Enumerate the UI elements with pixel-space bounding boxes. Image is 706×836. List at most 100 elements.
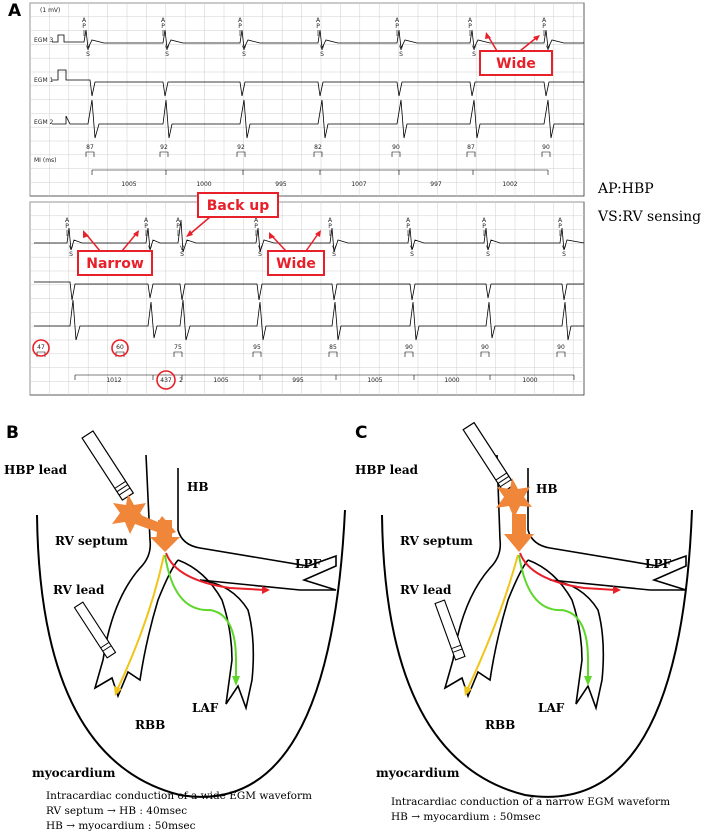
marker-vs-label: S (486, 251, 490, 258)
diagram-c: HBP lead HB RV septum RV lead LPF LAF RB… (355, 421, 693, 823)
egm1-trace-bottom (34, 281, 584, 301)
marker-vs-label: V (86, 45, 91, 52)
marker-ap-label: P (176, 223, 180, 230)
mi-label: MI (ms) (34, 157, 57, 164)
marker-ap-label: A (328, 217, 333, 224)
panel-label-a: A (8, 1, 22, 21)
legend-ap: AP:HBP (597, 181, 654, 197)
channel-label-egm3: EGM 3 (34, 37, 54, 44)
marker-ap-label: P (328, 223, 332, 230)
marker-vs-label: V (399, 45, 404, 52)
highlight-circle-47 (32, 339, 50, 357)
marker-vs-label: S (562, 251, 566, 258)
marker-vs-label: S (410, 251, 414, 258)
mi-value: 87 (467, 144, 475, 151)
mi-value: 47 (37, 344, 45, 351)
marker-ap-label: P (542, 23, 546, 30)
marker-ap-label: P (395, 23, 399, 30)
marker-ap-label: P (482, 223, 486, 230)
mi-value: 95 (253, 344, 261, 351)
callout-wide-top: Wide (479, 32, 553, 76)
label-myocardium-b: myocardium (32, 766, 116, 780)
label-myocardium-c: myocardium (376, 766, 460, 780)
label-laf-c: LAF (538, 701, 565, 715)
mi-value: 92 (237, 144, 245, 151)
marker-ap-label: P (558, 223, 562, 230)
mi-value: 92 (160, 144, 168, 151)
interval-value: 1000 (444, 377, 459, 384)
panel-label-b: B (6, 423, 19, 443)
marker-ap-label: P (406, 223, 410, 230)
marker-vs-label: V (165, 45, 170, 52)
caption-c-line2: HB → myocardium : 50msec (391, 811, 541, 823)
svg-text:Wide: Wide (496, 56, 536, 72)
marker-vs-label: V (180, 245, 185, 252)
marker-ap-label: A (395, 17, 400, 24)
marker-ap-label: A (238, 17, 243, 24)
mi-value: 90 (481, 344, 489, 351)
channel-label-egm2: EGM 2 (34, 119, 54, 126)
label-rv-septum-c: RV septum (400, 534, 473, 548)
marker-vs-label: V (242, 45, 247, 52)
interval-value: 1007 (351, 181, 366, 188)
rv-lead-icon (73, 601, 117, 659)
interval-value: 2 (179, 377, 183, 384)
caption-c-line1: Intracardiac conduction of a narrow EGM … (391, 796, 670, 808)
label-hbp-lead-b: HBP lead (4, 463, 68, 477)
marker-vs-label: S (242, 51, 246, 58)
marker-ap-label: A (65, 217, 70, 224)
hbp-lead-icon (81, 430, 135, 501)
ap-vs-marker: AP VS (238, 17, 247, 58)
label-rbb-b: RBB (135, 718, 165, 732)
callout-wide-bottom: Wide (267, 230, 325, 276)
label-rv-lead-c: RV lead (400, 583, 452, 597)
diagram-b: HBP lead HB RV septum RV lead LPF LAF RB… (4, 430, 346, 832)
svg-text:Narrow: Narrow (86, 256, 144, 272)
interval-value: 1005 (121, 181, 136, 188)
marker-vs-label: S (472, 51, 476, 58)
marker-vs-label: V (320, 45, 325, 52)
legend-vs: VS:RV sensing (597, 209, 701, 225)
interval-value: 1000 (196, 181, 211, 188)
marker-ap-label: P (316, 23, 320, 30)
marker-vs-label: S (69, 251, 73, 258)
interval-value: 1012 (106, 377, 121, 384)
label-lpf-c: LPF (645, 557, 671, 571)
label-rv-septum-b: RV septum (55, 534, 128, 548)
highlight-circle-60 (111, 339, 129, 357)
marker-vs-label: V (148, 245, 153, 252)
marker-ap-label: P (238, 23, 242, 30)
label-laf-b: LAF (192, 701, 219, 715)
marker-ap-label: A (558, 217, 563, 224)
marker-vs-label: V (472, 45, 477, 52)
marker-ap-label: P (144, 223, 148, 230)
marker-ap-label: A (406, 217, 411, 224)
egm2-trace-bottom (34, 299, 584, 341)
interval-value: 1005 (213, 377, 228, 384)
interval-value: 1005 (367, 377, 382, 384)
marker-vs-label: S (332, 251, 336, 258)
egm3-trace-top (52, 29, 584, 50)
marker-ap-label: P (161, 23, 165, 30)
marker-ap-label: A (482, 217, 487, 224)
marker-vs-label: V (486, 245, 491, 252)
mi-value: 82 (314, 144, 322, 151)
label-hb-c: HB (536, 482, 557, 496)
svg-text:Wide: Wide (276, 256, 316, 272)
marker-ap-label: A (82, 17, 87, 24)
label-hb-b: HB (187, 480, 208, 494)
interval-value: 1000 (522, 377, 537, 384)
conduction-arrow-orange (504, 514, 534, 552)
egm3-trace-bottom (34, 219, 585, 253)
channel-label-egm1: EGM 1 (34, 77, 54, 84)
interval-value: 437 (160, 377, 172, 384)
label-lpf-b: LPF (295, 557, 321, 571)
